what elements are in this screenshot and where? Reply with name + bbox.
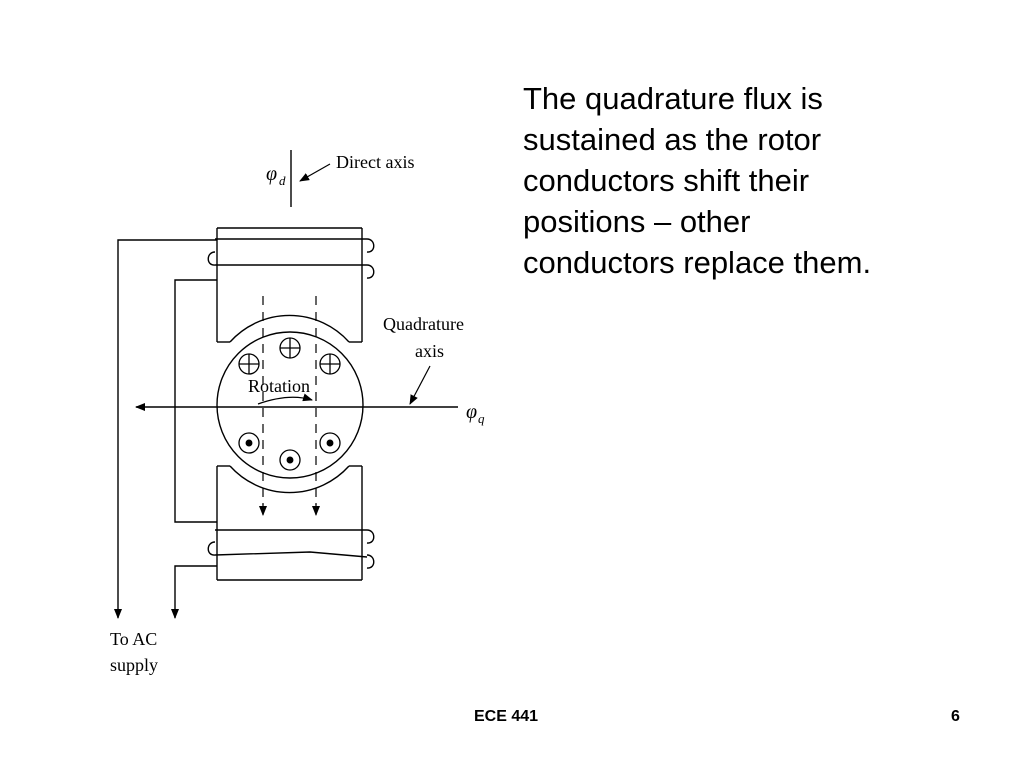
direct-axis-label: Direct axis xyxy=(336,152,414,172)
direct-axis-symbol: φ xyxy=(266,163,277,185)
body-line: sustained as the rotor xyxy=(523,122,822,157)
quadrature-symbol: φ xyxy=(466,401,477,423)
rotation-arrow xyxy=(257,393,313,405)
footer-page-number: 6 xyxy=(951,708,960,725)
direct-flux-lines xyxy=(262,296,317,505)
bottom-pole xyxy=(216,465,363,581)
top-winding xyxy=(207,238,375,279)
body-line: conductors replace them. xyxy=(523,245,872,280)
bottom-winding xyxy=(207,529,375,569)
rotor xyxy=(216,331,364,479)
slide-body-text: The quadrature flux is sustained as the … xyxy=(523,78,943,283)
footer-course: ECE 441 xyxy=(474,708,539,725)
supply-label-line1: To AC xyxy=(110,629,157,649)
quadrature-axis-label-line2: axis xyxy=(415,341,444,361)
supply-leads xyxy=(114,239,217,619)
conductors-out-of-page xyxy=(238,432,341,471)
direct-axis-pointer xyxy=(299,163,331,182)
supply-label-line2: supply xyxy=(110,655,158,675)
direct-axis-subscript: d xyxy=(279,173,286,188)
body-line: conductors shift their xyxy=(523,163,810,198)
top-pole xyxy=(216,227,363,343)
body-line: The quadrature flux is xyxy=(523,81,823,116)
conductors-into-page xyxy=(238,337,341,375)
quadrature-axis-pointer xyxy=(409,365,431,405)
flux-arrowheads xyxy=(259,503,320,516)
quadrature-subscript: q xyxy=(478,411,485,426)
quadrature-axis-label-line1: Quadrature xyxy=(383,314,464,334)
rotation-label: Rotation xyxy=(248,376,310,396)
body-line: positions – other xyxy=(523,204,751,239)
